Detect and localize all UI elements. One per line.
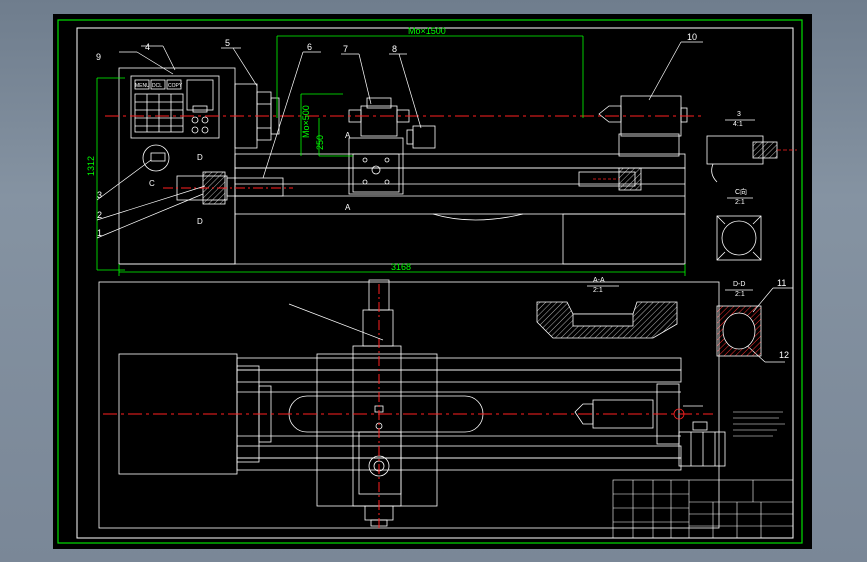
callout-8: 8 [392,44,397,54]
panel-label-copy: COPY [168,83,183,89]
cad-drawing-viewport[interactable]: Mo×1500 Mo×500 250 1312 3168 MENU DCL CO… [53,14,812,549]
dim-height-250: 250 [315,135,325,150]
detail-3-ratio: 4:1 [733,121,743,128]
inner-frame [76,27,794,539]
callout-12: 12 [779,350,789,360]
dim-height-1312: 1312 [86,156,96,176]
detail-dd-ratio: 2:1 [735,291,745,298]
callout-7: 7 [343,44,348,54]
panel-label-dcl: DCL [152,83,162,89]
lathe-bed [234,153,686,169]
panel-label-menu: MENU [135,83,150,89]
detail-aa-label: A-A [593,277,605,284]
dim-travel-z: Mo×500 [301,105,311,138]
callout-leaders [96,41,793,363]
tool-post [360,105,398,137]
callout-10: 10 [687,32,697,42]
dimension-lines [96,35,686,276]
spindle-motor-8 [412,125,436,149]
callout-4: 4 [145,42,150,52]
title-block [612,479,794,539]
control-cabinet [118,67,236,265]
outer-frame [57,19,803,544]
callout-9: 9 [96,52,101,62]
plan-carriage [316,353,438,507]
detail-c-label: C向 [735,187,747,196]
section-a-top: A [345,131,351,140]
detail-aa-ratio: 2:1 [593,287,603,294]
section-a-bottom: A [345,203,351,212]
callout-2: 2 [97,210,102,220]
section-d-bottom: D [197,217,203,226]
callout-6: 6 [307,42,312,52]
detail-c-ratio: 2:1 [735,199,745,206]
callout-11: 11 [777,278,786,288]
front-elevation [118,67,688,265]
callout-5: 5 [225,38,230,48]
detail-views [536,119,797,339]
lathe-assembly-drawing: Mo×1500 Mo×500 250 1312 3168 MENU DCL CO… [57,19,803,544]
carriage [348,137,404,195]
section-d-top: D [197,153,203,162]
technical-notes [733,411,785,437]
control-panel [130,75,220,139]
dim-width-3168: 3168 [391,262,411,272]
detail-dd-label: D-D [733,281,745,288]
detail-3-label: 3 [737,111,741,118]
callout-1: 1 [97,228,102,238]
handwheel [142,144,170,172]
section-c: C [149,179,155,188]
detail-dd-section [716,305,762,357]
dim-travel-x: Mo×1500 [408,26,446,36]
callout-3: 3 [97,190,102,200]
